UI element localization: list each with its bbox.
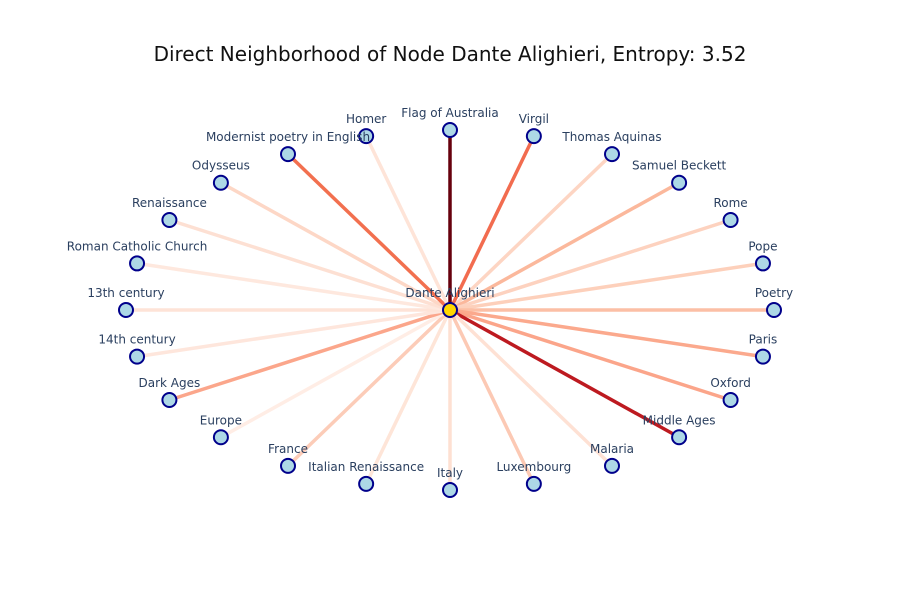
node-label-roman-catholic-church: Roman Catholic Church	[67, 239, 208, 253]
edge-odysseus	[220, 181, 451, 312]
node-label-oxford: Oxford	[710, 376, 750, 390]
edge-modernist-poetry-in-english	[286, 152, 452, 312]
node-label-paris: Paris	[749, 333, 778, 347]
node-virgil[interactable]	[525, 128, 542, 145]
node-label-virgil: Virgil	[519, 112, 549, 126]
node-label-renaissance: Renaissance	[132, 196, 207, 210]
node-samuel-beckett[interactable]	[671, 174, 688, 191]
node-label-middle-ages: Middle Ages	[643, 413, 716, 427]
node-label-dark-ages: Dark Ages	[139, 376, 201, 390]
edge-roman-catholic-church	[136, 261, 451, 312]
node-label-pope: Pope	[748, 239, 777, 253]
node-label-poetry: Poetry	[755, 286, 793, 300]
node-italian-renaissance[interactable]	[358, 475, 375, 492]
node-label-rome: Rome	[713, 196, 747, 210]
center-node-label: Dante Alighieri	[405, 286, 494, 300]
node-label-italy: Italy	[437, 466, 463, 480]
node-14th-century[interactable]	[129, 348, 146, 365]
node-rome[interactable]	[722, 212, 739, 228]
node-paris[interactable]	[754, 348, 771, 365]
node-homer[interactable]	[358, 128, 375, 145]
node-dark-ages[interactable]	[161, 392, 178, 408]
node-roman-catholic-church[interactable]	[129, 255, 146, 272]
edge-rome	[449, 218, 732, 312]
node-malaria[interactable]	[604, 457, 620, 474]
node-label-luxembourg: Luxembourg	[496, 460, 571, 474]
edge-france	[286, 308, 452, 468]
edge-pope	[449, 261, 764, 312]
node-label-homer: Homer	[346, 112, 386, 126]
node-layer	[118, 122, 782, 498]
edge-14th-century	[136, 308, 451, 359]
edge-malaria	[448, 308, 614, 468]
edge-virgil	[448, 135, 536, 311]
node-middle-ages[interactable]	[671, 429, 688, 446]
node-luxembourg[interactable]	[525, 475, 542, 492]
node-oxford[interactable]	[722, 392, 739, 408]
edge-europe	[220, 308, 451, 439]
node-modernist-poetry-in-english[interactable]	[280, 146, 296, 163]
node-label-italian-renaissance: Italian Renaissance	[308, 460, 424, 474]
node-label-malaria: Malaria	[590, 442, 634, 456]
node-label-odysseus: Odysseus	[192, 159, 250, 173]
edge-italian-renaissance	[364, 309, 452, 485]
node-label-europe: Europe	[200, 413, 242, 427]
node-label-13th-century: 13th century	[87, 286, 164, 300]
node-france[interactable]	[280, 457, 296, 474]
edge-luxembourg	[448, 309, 536, 485]
edge-paris	[449, 308, 764, 359]
node-pope[interactable]	[754, 255, 771, 272]
node-13th-century[interactable]	[118, 302, 134, 318]
edge-samuel-beckett	[449, 181, 680, 312]
node-odysseus[interactable]	[212, 174, 229, 191]
node-europe[interactable]	[212, 429, 229, 446]
center-node[interactable]	[442, 302, 458, 318]
node-label-thomas-aquinas: Thomas Aquinas	[561, 130, 661, 144]
node-label-flag-of-australia: Flag of Australia	[401, 106, 498, 120]
node-flag-of-australia[interactable]	[442, 122, 458, 138]
edge-thomas-aquinas	[448, 152, 614, 312]
node-thomas-aquinas[interactable]	[604, 146, 620, 163]
node-label-france: France	[268, 442, 308, 456]
node-italy[interactable]	[442, 482, 458, 498]
node-label-samuel-beckett: Samuel Beckett	[632, 159, 727, 173]
edge-renaissance	[168, 218, 451, 312]
edge-dark-ages	[168, 308, 451, 402]
edge-homer	[364, 135, 452, 311]
node-label-modernist-poetry-in-english: Modernist poetry in English	[206, 130, 370, 144]
edge-oxford	[449, 308, 732, 402]
edge-middle-ages	[449, 308, 680, 439]
edge-layer	[126, 130, 774, 490]
node-label-14th-century: 14th century	[98, 333, 175, 347]
node-poetry[interactable]	[766, 302, 782, 318]
node-renaissance[interactable]	[161, 212, 178, 228]
chart-title: Direct Neighborhood of Node Dante Alighi…	[153, 42, 747, 66]
